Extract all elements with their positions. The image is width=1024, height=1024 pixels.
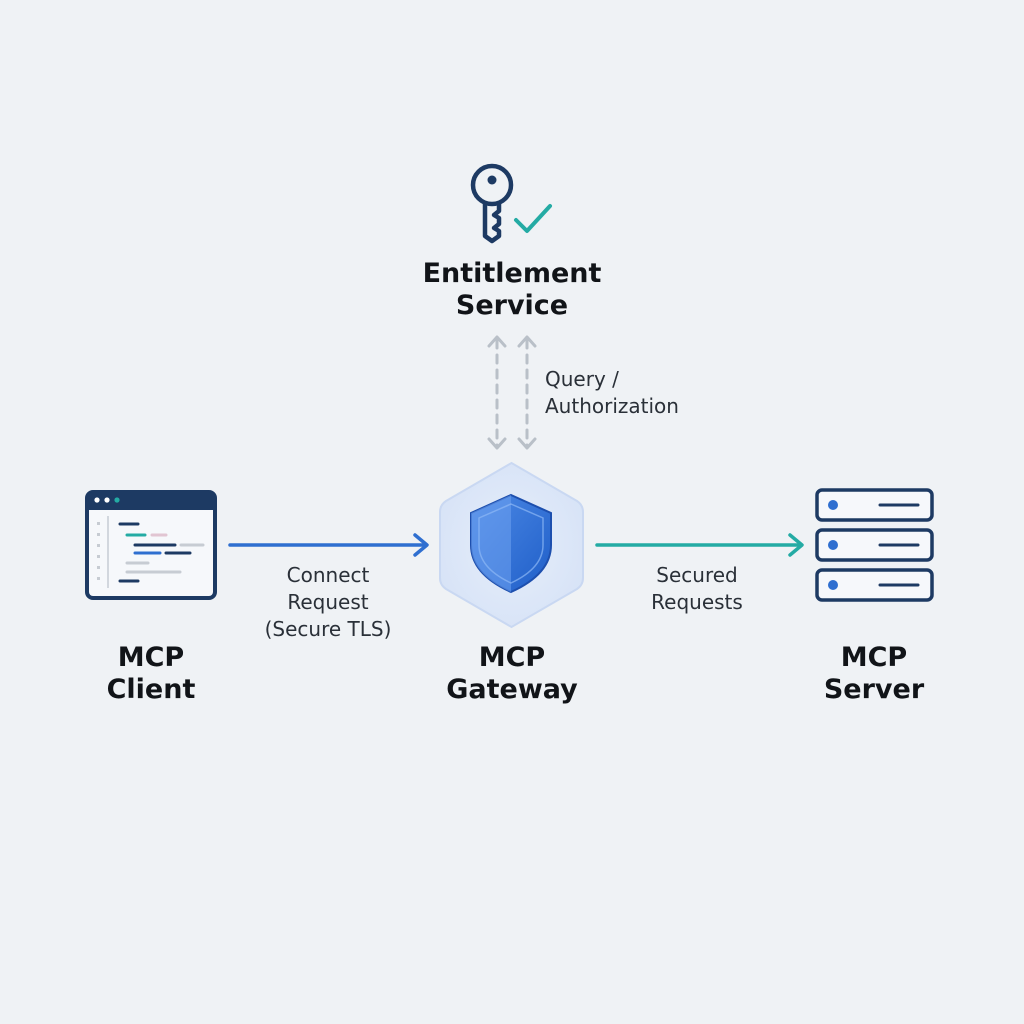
key-check-icon bbox=[470, 163, 552, 244]
server-leds bbox=[828, 500, 838, 590]
secured-label-line1: Secured bbox=[656, 563, 738, 587]
secured-arrow bbox=[595, 533, 804, 557]
client-title-line2: Client bbox=[106, 674, 196, 705]
gateway-title-line2: Gateway bbox=[446, 674, 578, 705]
entitlement-title-line1: Entitlement bbox=[422, 258, 602, 289]
connect-label-line1: Connect bbox=[286, 563, 370, 587]
query-authorization-label: Query / Authorization bbox=[545, 366, 679, 420]
entitlement-service-title: Entitlement Service bbox=[412, 258, 612, 322]
check-icon bbox=[514, 204, 552, 233]
mcp-client-title: MCP Client bbox=[71, 642, 231, 706]
arrowhead-up-left bbox=[487, 335, 507, 348]
gateway-title-line1: MCP bbox=[478, 642, 546, 673]
connect-label-line2: Request bbox=[287, 590, 369, 614]
mcp-gateway-title: MCP Gateway bbox=[422, 642, 602, 706]
entitlement-title-line2: Service bbox=[455, 290, 569, 321]
arrowhead-down-right bbox=[517, 437, 537, 450]
secured-requests-label: Secured Requests bbox=[622, 562, 772, 616]
secured-label-line2: Requests bbox=[651, 590, 743, 614]
server-title-line2: Server bbox=[823, 674, 925, 705]
code-window-icon bbox=[85, 490, 217, 600]
client-title-line1: MCP bbox=[117, 642, 185, 673]
query-arrows bbox=[487, 335, 537, 450]
key-icon bbox=[470, 163, 514, 244]
arrowhead-down-left bbox=[487, 437, 507, 450]
arrowhead-up-right bbox=[517, 335, 537, 348]
query-label-line1: Query / bbox=[545, 367, 619, 391]
connect-arrow bbox=[228, 533, 429, 557]
connect-request-label: Connect Request (Secure TLS) bbox=[248, 562, 408, 643]
server-slots bbox=[878, 503, 920, 587]
key-hole bbox=[487, 175, 497, 185]
server-stack-icon bbox=[815, 488, 934, 602]
server-title-line1: MCP bbox=[840, 642, 908, 673]
connect-label-line3: (Secure TLS) bbox=[264, 617, 392, 641]
query-label-line2: Authorization bbox=[545, 394, 679, 418]
shield-icon bbox=[470, 493, 552, 594]
mcp-server-title: MCP Server bbox=[794, 642, 954, 706]
